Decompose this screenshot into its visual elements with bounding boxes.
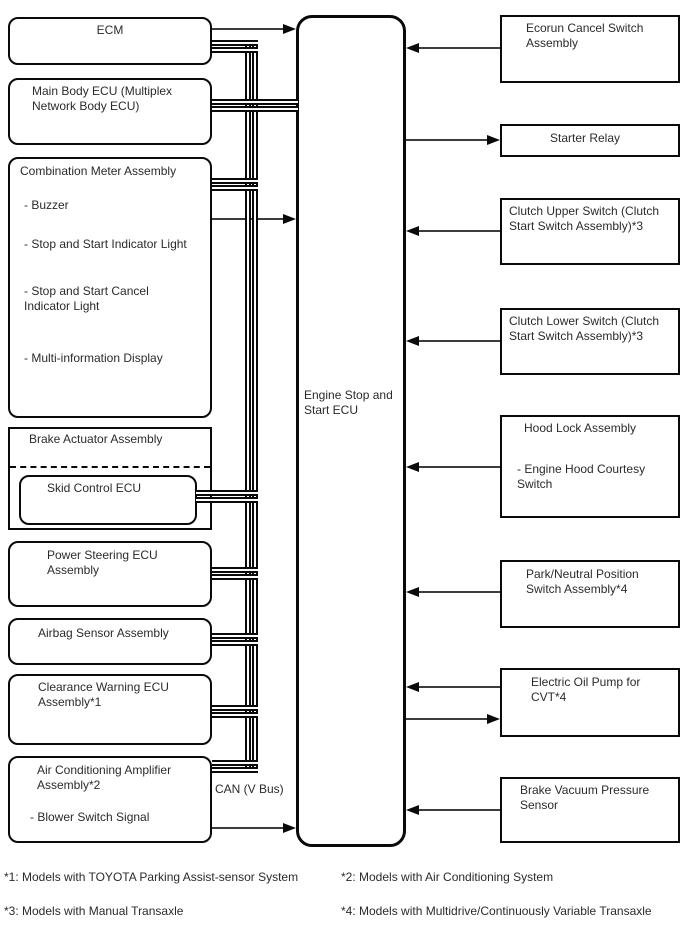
arrow-clutch-lower-to-ecu [417, 340, 500, 342]
arrow-ac-amplifier-to-ecu [212, 827, 286, 829]
box-airbag-sensor: Airbag Sensor Assembly [8, 618, 212, 665]
box-hood-lock-label: Hood Lock Assembly [524, 421, 637, 435]
can-stub-combination-meter-2 [212, 185, 258, 191]
arrowhead-park-neutral-to-ecu [406, 587, 419, 597]
arrowhead-ecorun-to-ecu [406, 43, 419, 53]
box-brake-actuator: Brake Actuator Assembly Skid Control ECU [8, 427, 212, 530]
box-ac-amplifier: Air Conditioning Amplifier Assembly*2 - … [8, 756, 212, 843]
footnote-1: *1: Models with TOYOTA Parking Assist-se… [4, 870, 299, 884]
combination-meter-item-indicator-light: - Stop and Start Indicator Light [24, 237, 187, 251]
box-clutch-lower-switch: Clutch Lower Switch (Clutch Start Switch… [500, 308, 680, 375]
can-stub-clearance-2 [212, 712, 258, 718]
arrow-ecm-to-ecu [212, 28, 286, 30]
can-stub-airbag-1 [212, 633, 258, 639]
arrowhead-ac-amplifier-to-ecu [283, 823, 296, 833]
arrow-clutch-upper-to-ecu [417, 230, 500, 232]
can-bus-vertical-line-2 [252, 40, 258, 773]
box-engine-stop-start-ecu: Engine Stop and Start ECU [296, 15, 406, 847]
box-ecm: ECM [8, 17, 212, 65]
box-clutch-upper-switch: Clutch Upper Switch (Clutch Start Switch… [500, 198, 680, 265]
footnote-4: *4: Models with Multidrive/Continuously … [341, 904, 652, 918]
can-stub-power-steering-1 [212, 567, 258, 573]
box-clutch-upper-switch-label: Clutch Upper Switch (Clutch Start Switch… [509, 204, 660, 233]
box-starter-relay-label: Starter Relay [550, 131, 621, 145]
box-skid-control-ecu-label: Skid Control ECU [47, 481, 142, 495]
arrowhead-ecm-to-ecu [283, 24, 296, 34]
arrowhead-combination-meter-to-ecu [283, 214, 296, 224]
can-stub-skid-control-2 [196, 497, 258, 503]
box-park-neutral-switch-label: Park/Neutral Position Switch Assembly*4 [526, 567, 639, 596]
can-stub-main-body-ecu-2 [212, 106, 298, 112]
box-combination-meter-label: Combination Meter Assembly [20, 164, 177, 178]
combination-meter-item-multi-info-display: - Multi-information Display [24, 351, 163, 365]
box-ac-amplifier-label: Air Conditioning Amplifier Assembly*2 [37, 763, 172, 792]
dashed-divider [10, 466, 210, 468]
hood-lock-item-courtesy-switch: - Engine Hood Courtesy Switch [517, 462, 646, 491]
combination-meter-item-buzzer: - Buzzer [24, 198, 69, 212]
box-hood-lock: Hood Lock Assembly - Engine Hood Courtes… [500, 415, 680, 518]
arrowhead-hood-lock-to-ecu [406, 462, 419, 472]
arrowhead-ecu-to-oil-pump [487, 714, 500, 724]
arrowhead-ecu-to-starter-relay [487, 135, 500, 145]
box-clearance-warning-ecu: Clearance Warning ECU Assembly*1 [8, 674, 212, 745]
box-ecorun-cancel-switch: Ecorun Cancel Switch Assembly [500, 15, 680, 83]
box-skid-control-ecu: Skid Control ECU [19, 475, 197, 525]
can-stub-skid-control-1 [196, 490, 258, 496]
box-power-steering-ecu-label: Power Steering ECU Assembly [47, 548, 158, 577]
can-bus-vertical-line-1 [245, 40, 251, 773]
box-ecm-label: ECM [96, 23, 124, 37]
box-clearance-warning-ecu-label: Clearance Warning ECU Assembly*1 [38, 680, 169, 709]
box-power-steering-ecu: Power Steering ECU Assembly [8, 541, 212, 607]
arrowhead-oil-pump-to-ecu [406, 682, 419, 692]
footnote-2: *2: Models with Air Conditioning System [341, 870, 554, 884]
box-ecorun-cancel-switch-label: Ecorun Cancel Switch Assembly [526, 21, 644, 50]
arrowhead-brake-vacuum-to-ecu [406, 805, 419, 815]
box-combination-meter: Combination Meter Assembly - Buzzer - St… [8, 157, 212, 418]
box-starter-relay: Starter Relay [500, 124, 680, 157]
footnote-3: *3: Models with Manual Transaxle [4, 904, 184, 918]
box-main-body-ecu: Main Body ECU (Multiplex Network Body EC… [8, 78, 212, 145]
can-stub-clearance-1 [212, 705, 258, 711]
box-main-body-ecu-label: Main Body ECU (Multiplex Network Body EC… [32, 84, 173, 113]
can-stub-main-body-ecu-1 [212, 99, 298, 105]
box-electric-oil-pump-label: Electric Oil Pump for CVT*4 [531, 675, 641, 704]
arrow-oil-pump-to-ecu [417, 686, 500, 688]
arrowhead-clutch-lower-to-ecu [406, 336, 419, 346]
can-stub-ac-amplifier-1 [212, 760, 258, 766]
can-stub-power-steering-2 [212, 574, 258, 580]
arrow-ecu-to-starter-relay [406, 139, 489, 141]
can-stub-ac-amplifier-2 [212, 767, 258, 773]
arrow-hood-lock-to-ecu [417, 466, 500, 468]
box-brake-vacuum-sensor: Brake Vacuum Pressure Sensor [500, 777, 680, 843]
arrow-brake-vacuum-to-ecu [417, 809, 500, 811]
box-brake-vacuum-sensor-label: Brake Vacuum Pressure Sensor [520, 783, 650, 812]
box-park-neutral-switch: Park/Neutral Position Switch Assembly*4 [500, 560, 680, 628]
arrow-ecorun-to-ecu [417, 47, 500, 49]
can-stub-ecm-2 [212, 47, 258, 53]
box-engine-stop-start-ecu-label: Engine Stop and Start ECU [304, 388, 393, 417]
box-airbag-sensor-label: Airbag Sensor Assembly [38, 626, 169, 640]
can-stub-airbag-2 [212, 640, 258, 646]
ac-amplifier-item-blower-switch: - Blower Switch Signal [30, 810, 150, 824]
arrowhead-clutch-upper-to-ecu [406, 226, 419, 236]
can-bus-label: CAN (V Bus) [215, 782, 284, 796]
arrow-ecu-to-oil-pump [406, 718, 489, 720]
combination-meter-item-cancel-indicator: - Stop and Start Cancel Indicator Light [24, 284, 149, 313]
box-brake-actuator-label: Brake Actuator Assembly [29, 432, 163, 446]
can-stub-combination-meter-1 [212, 178, 258, 184]
box-electric-oil-pump: Electric Oil Pump for CVT*4 [500, 668, 680, 737]
can-stub-ecm-1 [212, 40, 258, 46]
arrow-park-neutral-to-ecu [417, 591, 500, 593]
box-clutch-lower-switch-label: Clutch Lower Switch (Clutch Start Switch… [509, 314, 660, 343]
